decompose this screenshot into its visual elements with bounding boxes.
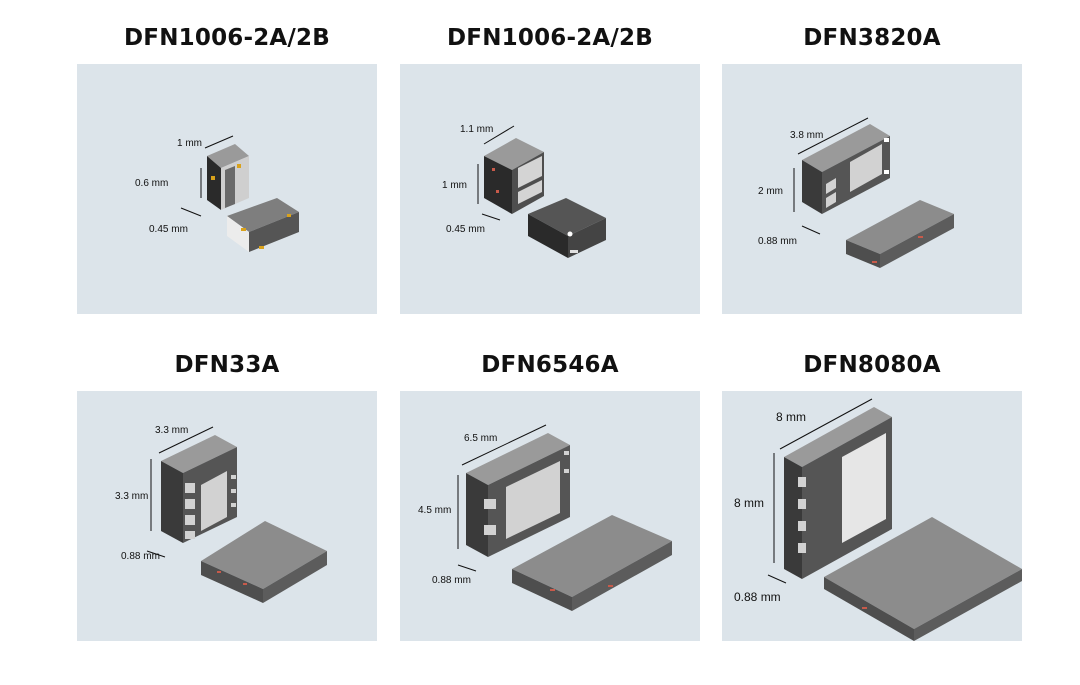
package-title: DFN1006-2A/2B bbox=[447, 25, 653, 51]
package-title: DFN33A bbox=[174, 352, 280, 378]
dim-width: 4.5 mm bbox=[418, 505, 451, 516]
dfn6546-drawing: 6.5 mm 4.5 mm 0.88 mm bbox=[418, 424, 672, 611]
package-illustration: 6.5 mm 4.5 mm 0.88 mm bbox=[400, 391, 700, 641]
package-illustration: 1 mm 0.6 mm 0.45 mm bbox=[77, 64, 377, 314]
dim-length: 1 mm bbox=[177, 138, 202, 149]
dim-width: 0.6 mm bbox=[135, 178, 168, 189]
dim-length: 3.3 mm bbox=[155, 425, 188, 436]
dim-height: 0.45 mm bbox=[446, 224, 485, 235]
dim-width: 2 mm bbox=[758, 186, 783, 197]
package-illustration: 1.1 mm 1 mm 0.45 mm bbox=[400, 64, 700, 314]
dim-width: 1 mm bbox=[442, 180, 467, 191]
dim-height: 0.88 mm bbox=[432, 575, 471, 586]
dfn3820-drawing: 3.8 mm 2 mm 0.88 mm bbox=[758, 117, 954, 268]
dfn1006-drawing: 1 mm 0.6 mm 0.45 mm bbox=[135, 135, 299, 252]
package-title: DFN8080A bbox=[803, 352, 941, 378]
dfn1006-b-drawing: 1.1 mm 1 mm 0.45 mm bbox=[442, 124, 606, 258]
dim-length: 3.8 mm bbox=[790, 130, 823, 141]
dim-height: 0.88 mm bbox=[734, 590, 781, 604]
dim-height: 0.45 mm bbox=[149, 224, 188, 235]
package-illustration: 3.3 mm 3.3 mm 0.88 mm bbox=[77, 391, 377, 641]
dim-width: 8 mm bbox=[734, 496, 764, 510]
dim-height: 0.88 mm bbox=[758, 236, 797, 247]
dim-length: 6.5 mm bbox=[464, 433, 497, 444]
dim-length: 1.1 mm bbox=[460, 124, 493, 135]
package-illustration: 3.8 mm 2 mm 0.88 mm bbox=[722, 64, 1022, 314]
package-title: DFN6546A bbox=[481, 352, 619, 378]
package-title: DFN1006-2A/2B bbox=[124, 25, 330, 51]
dim-width: 3.3 mm bbox=[115, 491, 148, 502]
dfn8080-drawing: 8 mm 8 mm 0.88 mm bbox=[734, 398, 1022, 641]
dfn33-drawing: 3.3 mm 3.3 mm 0.88 mm bbox=[115, 425, 327, 603]
dim-height: 0.88 mm bbox=[121, 551, 160, 562]
package-illustration: 8 mm 8 mm 0.88 mm bbox=[722, 391, 1022, 641]
dim-length: 8 mm bbox=[776, 410, 806, 424]
package-title: DFN3820A bbox=[803, 25, 941, 51]
